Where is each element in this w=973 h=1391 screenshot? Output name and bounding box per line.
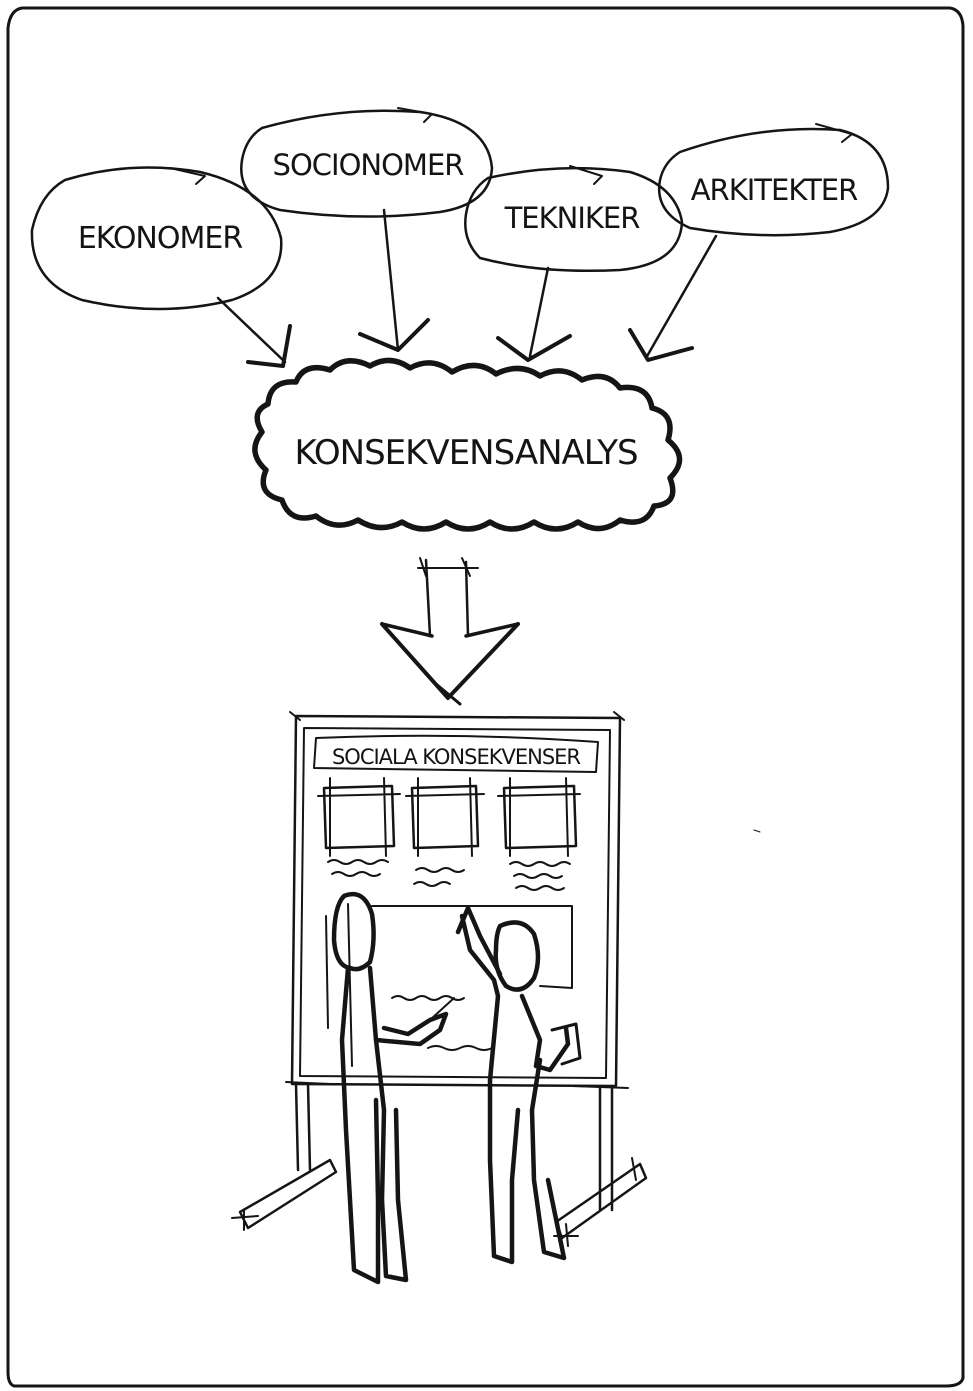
cloud-ekonomer: EKONOMER [30,166,283,311]
label-tekniker: TEKNIKER [504,201,641,235]
arrow-ekonomer-to-analysis [216,296,292,368]
board-panel-3 [497,777,581,857]
board-title: SOCIALA KONSEKVENSER [332,745,580,769]
person-right [455,905,582,1265]
cloud-socionomer: SOCIONOMER [240,107,494,218]
label-arkitekter: ARKITEKTER [691,173,858,207]
display-board: SOCIALA KONSEKVENSER [231,711,648,1247]
cloud-arkitekter: ARKITEKTER [657,123,890,237]
board-panel-1 [317,777,401,857]
label-ekonomer: EKONOMER [78,221,242,256]
arrow-arkitekter-to-analysis [628,234,718,362]
ink-speck [753,829,761,833]
board-panel-2 [405,777,485,857]
arrow-socionomer-to-analysis [358,208,430,352]
person-left [331,891,455,1285]
cloud-konsekvensanalys: KONSEKVENSANALYS [252,357,683,532]
label-socionomer: SOCIONOMER [273,148,465,182]
arrow-tekniker-to-analysis [496,266,572,362]
cloud-tekniker: TEKNIKER [464,165,684,273]
page-frame [6,6,965,1388]
board-text-lines [327,859,571,1051]
arrow-down-to-board [380,557,520,706]
label-konsekvensanalys: KONSEKVENSANALYS [294,433,637,473]
